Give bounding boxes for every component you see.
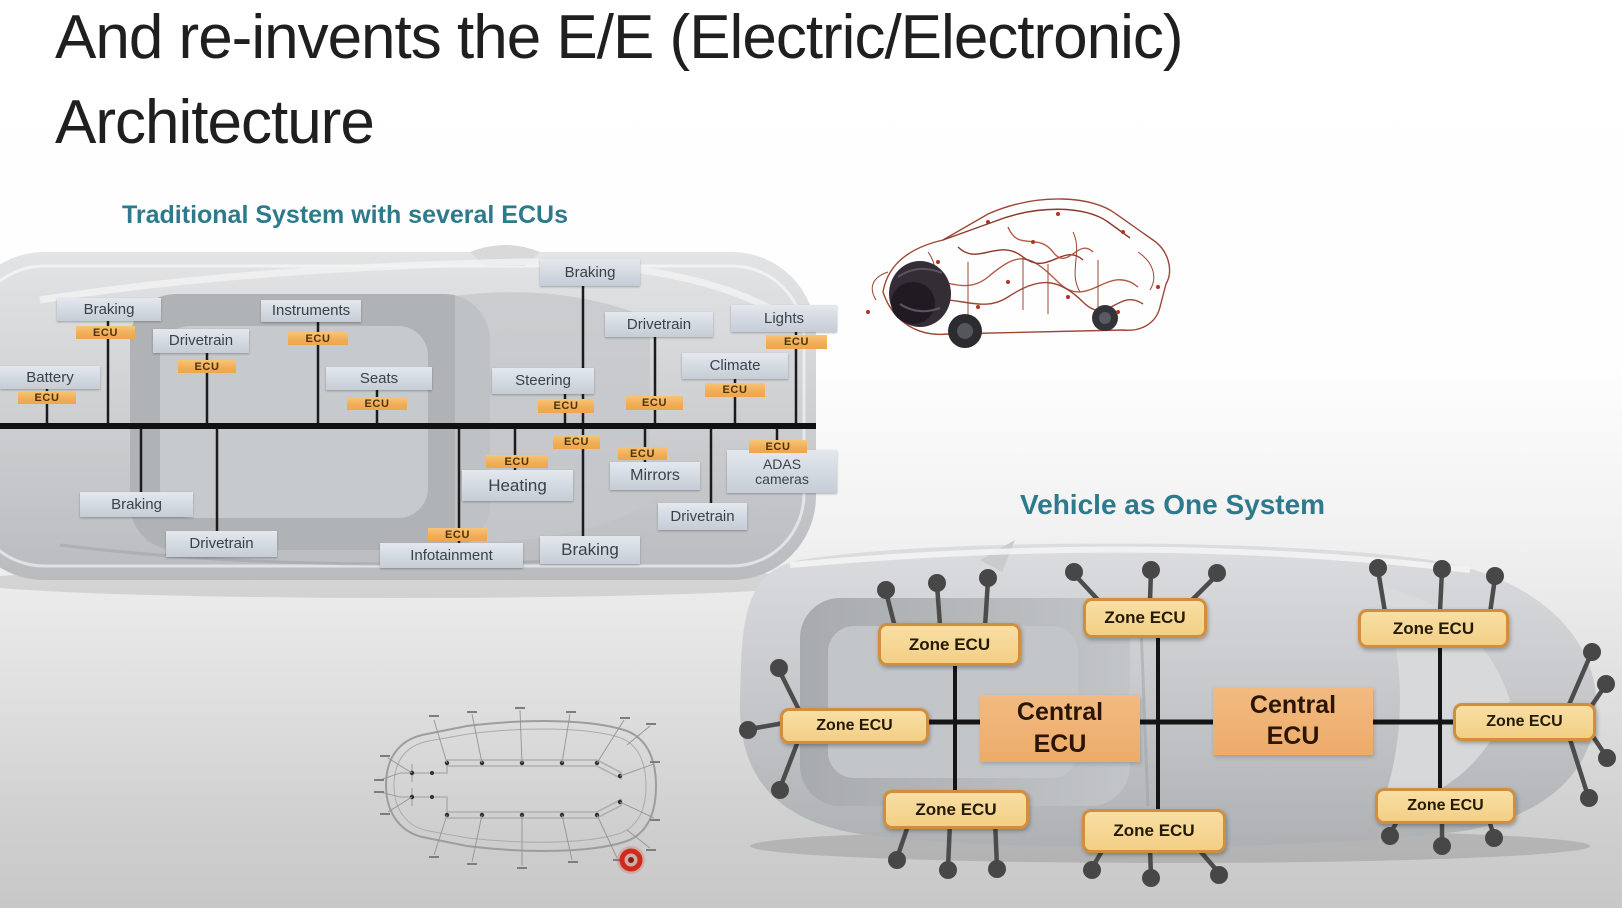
ecu-chip-steering: ECU xyxy=(538,399,594,413)
label-drivetrain-front: Drivetrain xyxy=(153,329,249,353)
patent-schematic-illustration xyxy=(374,707,660,874)
label-drivetrain-bottom-right: Drivetrain xyxy=(658,503,747,530)
label-seats: Seats xyxy=(326,367,432,390)
ecu-chip-braking-bottom: ECU xyxy=(553,435,600,449)
label-braking-bottom: Braking xyxy=(540,536,640,564)
ecu-chip-instruments: ECU xyxy=(288,332,348,345)
zone-ecu-right: Zone ECU xyxy=(1453,703,1596,741)
label-adas-cameras: ADAS cameras xyxy=(727,450,837,493)
label-drivetrain-rear: Drivetrain xyxy=(166,531,277,557)
zone-ecu-top-middle: Zone ECU xyxy=(1083,598,1207,638)
zone-ecu-bottom-middle: Zone ECU xyxy=(1082,809,1226,853)
label-mirrors: Mirrors xyxy=(610,462,700,490)
label-steering: Steering xyxy=(492,368,594,394)
alert-highlight-ring xyxy=(619,848,643,872)
zonal-network-lines xyxy=(852,628,1516,818)
zone-ecu-top-left: Zone ECU xyxy=(878,623,1021,666)
ecu-chip-heating: ECU xyxy=(486,455,548,468)
sensor-dots xyxy=(739,559,1616,887)
label-braking-rear-left: Braking xyxy=(80,492,193,517)
label-drivetrain-right: Drivetrain xyxy=(605,312,713,337)
label-climate: Climate xyxy=(682,353,788,379)
ecu-chip-battery: ECU xyxy=(18,391,76,404)
wiring-harness-illustration xyxy=(866,198,1171,348)
label-lights: Lights xyxy=(731,305,837,332)
zone-ecu-left: Zone ECU xyxy=(780,708,929,744)
label-braking-front: Braking xyxy=(57,298,161,321)
ecu-chip-lights: ECU xyxy=(766,335,827,349)
ecu-chip-seats: ECU xyxy=(347,397,407,410)
slide-title-line-2: Architecture xyxy=(55,87,375,157)
zone-ecu-bottom-left: Zone ECU xyxy=(883,790,1029,829)
slide-title-line-1: And re-invents the E/E (Electric/Electro… xyxy=(55,3,1184,72)
slide-title: And re-invents the E/E (Electric/Electro… xyxy=(55,0,1535,166)
ecu-chip-braking-front: ECU xyxy=(76,326,135,339)
ecu-chip-adas: ECU xyxy=(749,440,807,453)
zonal-diagram-title: Vehicle as One System xyxy=(1020,489,1326,520)
ecu-chip-infotainment: ECU xyxy=(428,528,487,541)
ecu-chip-mirrors: ECU xyxy=(618,447,667,460)
zone-ecu-top-right: Zone ECU xyxy=(1358,609,1509,648)
label-braking-roof: Braking xyxy=(540,259,640,286)
traditional-diagram-title: Traditional System with several ECUs xyxy=(122,201,568,229)
ecu-chip-drivetrain-right: ECU xyxy=(626,396,683,410)
ecu-chip-climate: ECU xyxy=(705,383,765,397)
label-battery: Battery xyxy=(0,366,100,389)
label-heating: Heating xyxy=(462,470,573,501)
ecu-chip-drivetrain-front: ECU xyxy=(178,360,236,373)
zone-ecu-bottom-right: Zone ECU xyxy=(1375,788,1516,824)
label-infotainment: Infotainment xyxy=(380,543,523,568)
label-instruments: Instruments xyxy=(261,300,361,322)
